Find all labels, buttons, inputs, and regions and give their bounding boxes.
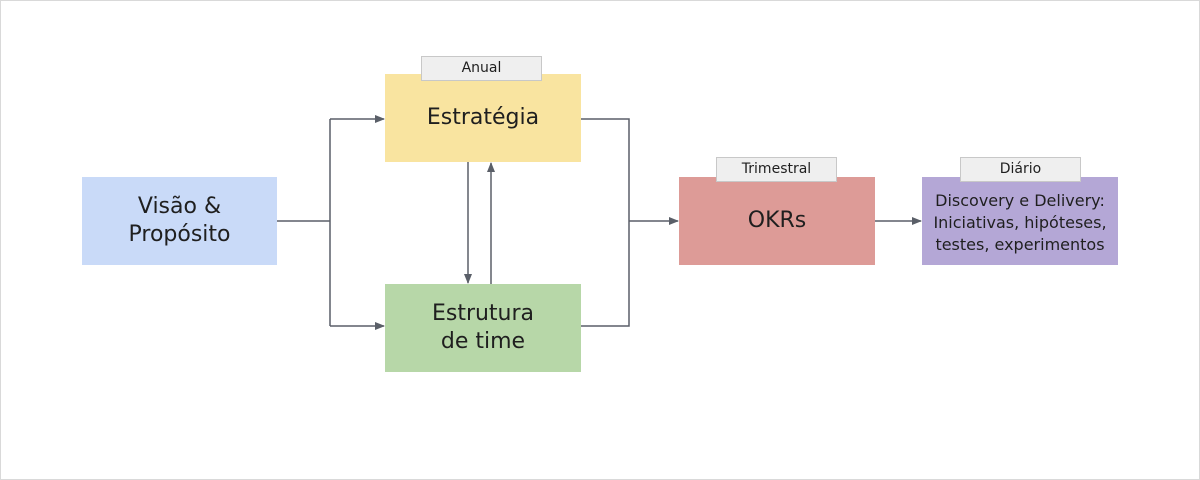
node-vision-label: Visão & Propósito — [128, 194, 231, 247]
node-strategy-label: Estratégia — [426, 105, 540, 130]
node-team-label: Estrutura de time — [431, 301, 535, 354]
node-strategy: Estratégia — [385, 74, 581, 162]
tag-daily: Diário — [960, 157, 1081, 182]
node-discovery: Discovery e Delivery: Iniciativas, hipót… — [922, 177, 1118, 265]
tag-quarterly: Trimestral — [716, 157, 837, 182]
node-team-structure: Estrutura de time — [385, 284, 581, 372]
node-discovery-label: Discovery e Delivery: Iniciativas, hipót… — [933, 191, 1107, 254]
node-vision: Visão & Propósito — [82, 177, 277, 265]
node-okrs-label: OKRs — [747, 208, 807, 233]
edge-vision-split — [277, 119, 331, 326]
edge-merge — [581, 118, 630, 327]
tag-annual: Anual — [421, 56, 542, 81]
node-okrs: OKRs — [679, 177, 875, 265]
